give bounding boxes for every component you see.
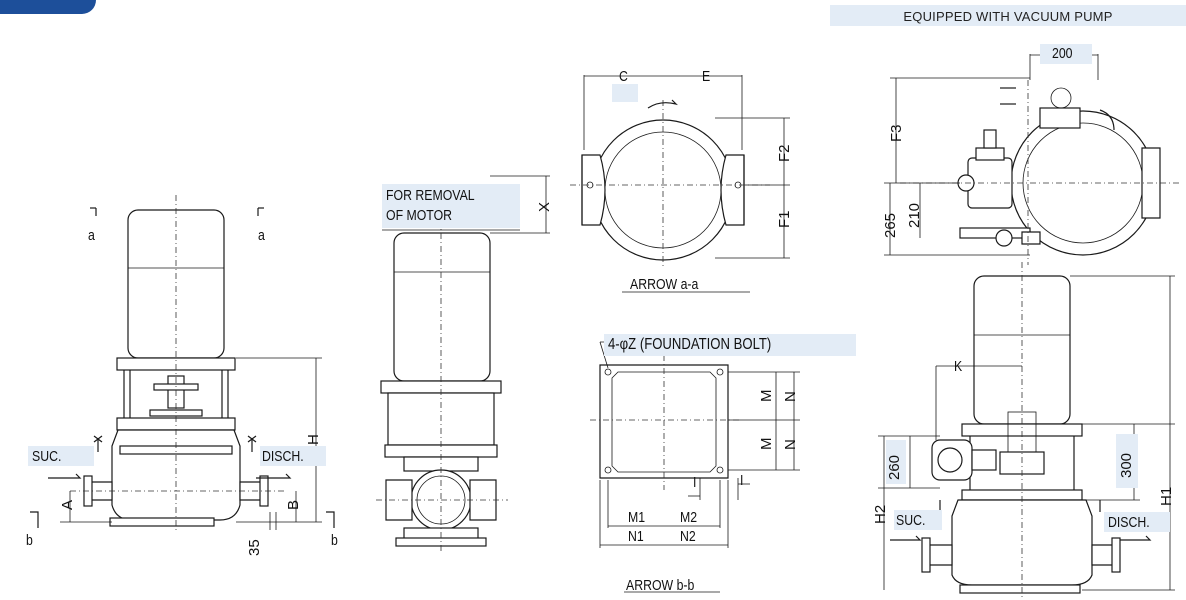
dim-n-top: N: [782, 391, 799, 402]
dim-k: K: [954, 358, 963, 375]
section-a-left: a: [88, 227, 95, 244]
dim-m-top: M: [758, 389, 775, 403]
side-view-drawing: [376, 175, 550, 552]
vac-discharge-band: [1104, 512, 1170, 532]
dim-m1: M1: [628, 509, 646, 526]
dim-m2: M2: [680, 509, 698, 526]
section-b-left: b: [26, 532, 33, 549]
dim-m-mid: M: [758, 437, 775, 451]
vac-discharge-label: DISCH.: [1108, 514, 1150, 531]
dim-300-band: [1116, 434, 1138, 488]
dim-n1: N1: [628, 528, 644, 545]
removal-note-line2: OF MOTOR: [386, 207, 453, 224]
removal-note-line1: FOR REMOVAL: [386, 187, 475, 204]
suction-label: SUC.: [32, 448, 62, 465]
dim-i-left: I: [693, 474, 697, 491]
dim-200: 200: [1052, 45, 1073, 62]
vac-suction-label: SUC.: [896, 512, 926, 529]
dim-c: C: [619, 68, 628, 85]
dim-n2: N2: [680, 528, 696, 545]
corner-tab: [0, 0, 96, 14]
dim-a: A: [59, 499, 76, 510]
dim-n-mid: N: [782, 439, 799, 450]
dim-c-band: [612, 84, 638, 102]
dim-265: 265: [882, 212, 899, 238]
dim-210: 210: [906, 202, 923, 228]
header-title: EQUIPPED WITH VACUUM PUMP: [903, 9, 1113, 24]
arrow-bb-drawing: [590, 341, 800, 593]
dim-b: B: [285, 499, 302, 510]
dim-x: X: [536, 201, 553, 212]
section-b-right: b: [331, 532, 338, 549]
bolt-note: 4-φZ (FOUNDATION BOLT): [608, 336, 772, 353]
arrow-aa-drawing: [570, 75, 790, 293]
front-view-drawing: [30, 195, 335, 530]
dim-300: 300: [1118, 452, 1135, 478]
bolt-band: [604, 334, 856, 356]
dim-i-right: I: [740, 472, 744, 489]
dim-260: 260: [886, 454, 903, 480]
dim-260-band: [886, 440, 906, 484]
vac-suction-band: [894, 510, 942, 530]
section-a-right: a: [258, 227, 265, 244]
discharge-band: [260, 446, 326, 466]
dim-35: 35: [246, 539, 263, 556]
dim-f1: F1: [776, 210, 793, 228]
suction-band: [28, 446, 94, 466]
removal-band: [382, 184, 520, 228]
dim-200-band: [1040, 44, 1092, 64]
dim-f2: F2: [776, 144, 793, 162]
dim-h1: H1: [1158, 486, 1175, 506]
arrow-aa-caption: ARROW a-a: [630, 276, 699, 293]
arrow-bb-caption: ARROW b-b: [626, 577, 695, 594]
header-band: EQUIPPED WITH VACUUM PUMP: [830, 5, 1186, 26]
dim-h2: H2: [872, 504, 889, 524]
vacuum-front-view-drawing: [878, 262, 1175, 600]
dim-f3: F3: [888, 124, 905, 142]
dim-e: E: [702, 68, 711, 85]
vacuum-top-view-drawing: [884, 54, 1180, 265]
dim-h: H: [305, 434, 322, 445]
discharge-label: DISCH.: [262, 448, 304, 465]
